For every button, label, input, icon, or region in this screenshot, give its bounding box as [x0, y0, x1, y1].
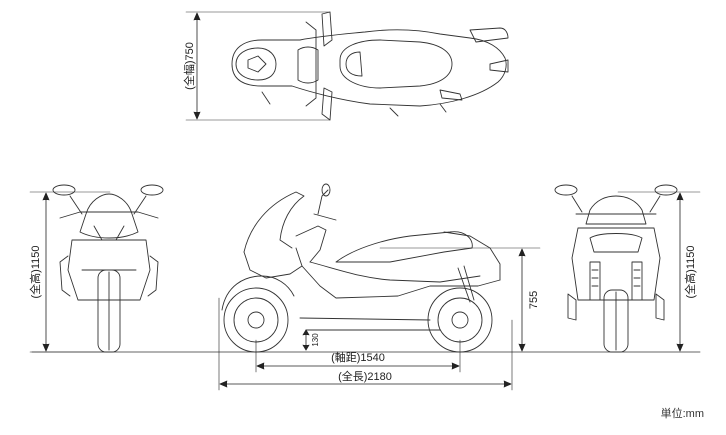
rear-view-drawing	[554, 184, 701, 353]
front-view-drawing	[29, 184, 164, 353]
wheelbase-dimension-label: (軸距)1540	[331, 350, 385, 364]
side-view-drawing	[31, 183, 701, 353]
overall-length-dimension-label: (全長)2180	[338, 369, 392, 383]
top-view-drawing	[185, 11, 509, 121]
height-right-dimension-label: (全高)1150	[683, 246, 697, 299]
ground-clearance-dimension-label: 130	[311, 333, 320, 347]
height-left-dimension-label: (全高)1150	[28, 246, 42, 299]
unit-label: 単位:mm	[660, 408, 704, 420]
dimension-lines	[42, 12, 684, 391]
seat-height-dimension-label: 755	[528, 291, 540, 309]
width-dimension-label: (全幅)750	[182, 42, 196, 90]
